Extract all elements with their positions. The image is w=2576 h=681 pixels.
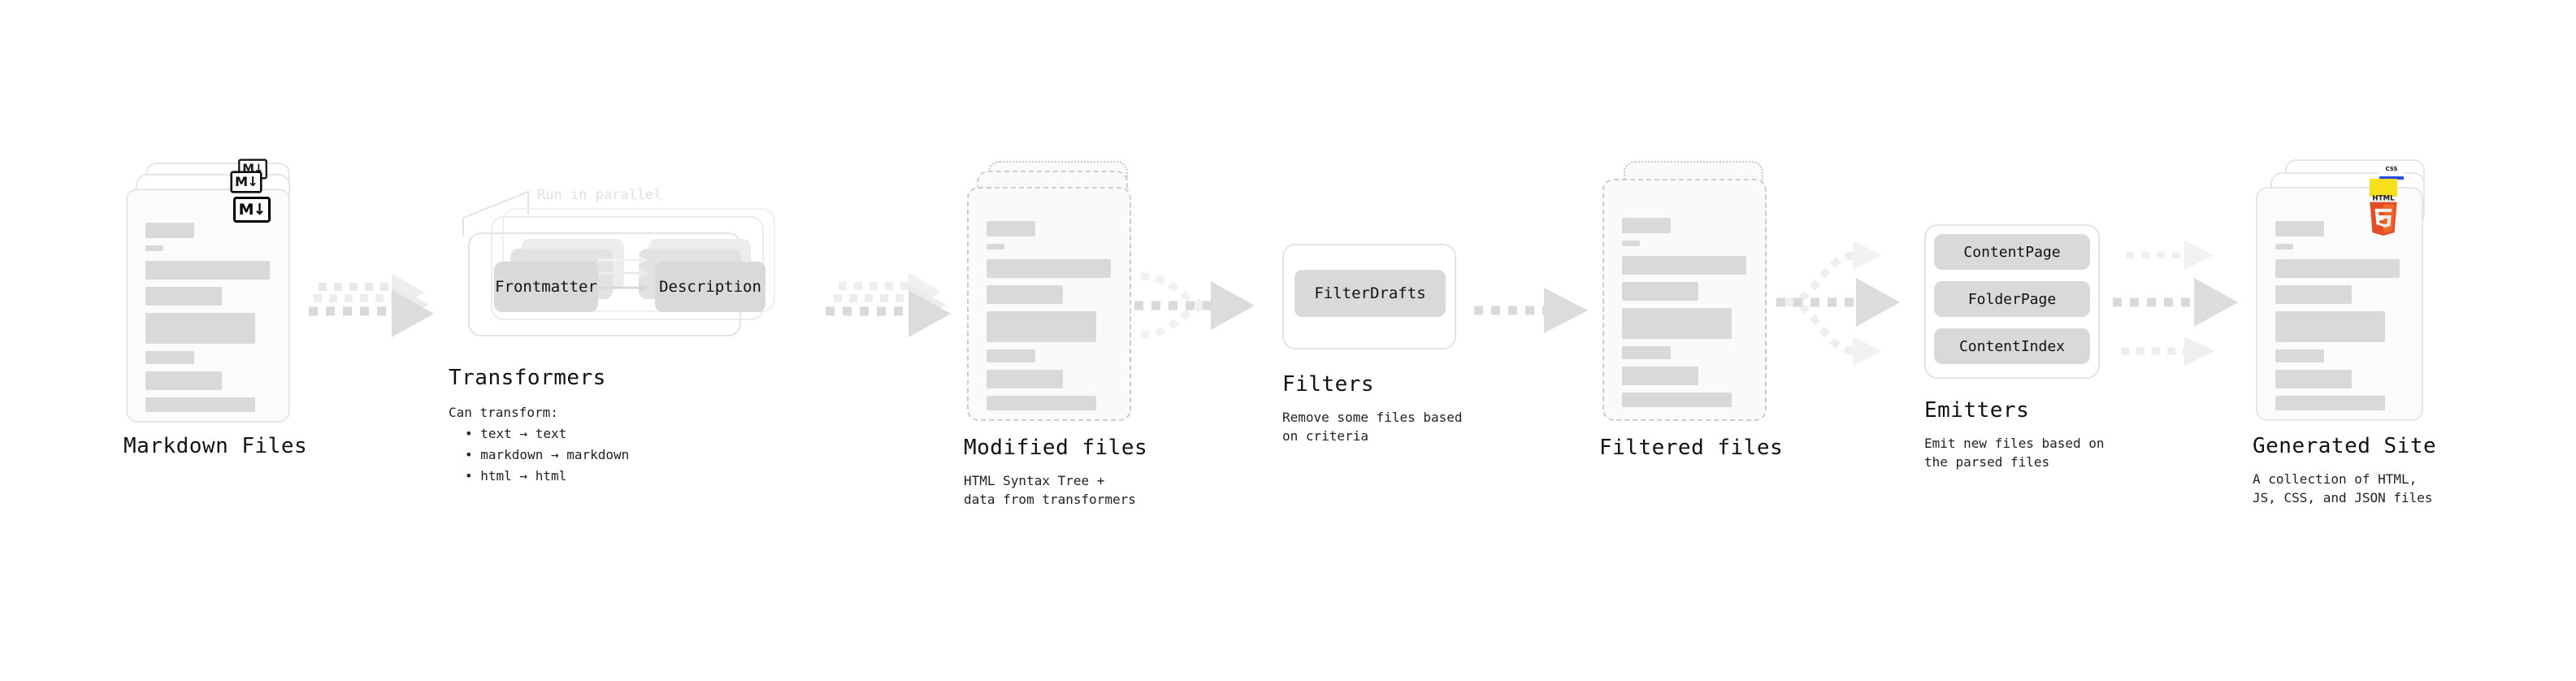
markdown-file-stack: M↓ M↓ M↓ xyxy=(126,158,305,423)
caption-modified-files: Modified files xyxy=(964,436,1148,460)
transformer-panel-back xyxy=(502,208,775,312)
filtered-doc-skeleton xyxy=(1622,218,1749,414)
transformer-chip-description[interactable]: Description xyxy=(655,262,765,312)
caption-filtered-files: Filtered files xyxy=(1599,436,1784,460)
javascript-icon xyxy=(2370,179,2397,197)
skeleton-bar xyxy=(987,396,1096,410)
skeleton-bar xyxy=(2275,349,2324,362)
emitters-description: Emit new files based on the parsed files xyxy=(1924,436,2105,471)
caption-markdown-files: Markdown Files xyxy=(124,434,308,458)
skeleton-bar xyxy=(987,221,1035,236)
skeleton-bar xyxy=(145,223,194,238)
transformers-description-title: Can transform: xyxy=(449,405,558,420)
skeleton-bar xyxy=(2275,221,2324,236)
skeleton-bar xyxy=(1622,367,1698,385)
emitters-chip-contentindex[interactable]: ContentIndex xyxy=(1934,328,2090,364)
site-doc-skeleton xyxy=(2275,221,2405,418)
stage-generated-site: CSS HTML Generated Site A collection of … xyxy=(2253,159,2443,505)
skeleton-bar xyxy=(1622,241,1640,246)
emitters-chip-folderpage[interactable]: FolderPage xyxy=(1934,281,2090,317)
transformers-list-item-2: • html → html xyxy=(465,468,567,484)
markdown-doc-skeleton xyxy=(145,223,272,419)
generated-site-stack: CSS HTML xyxy=(2256,159,2443,427)
skeleton-bar xyxy=(145,287,222,306)
filtered-doc-front xyxy=(1602,179,1767,421)
skeleton-bar xyxy=(145,261,270,280)
skeleton-bar xyxy=(145,371,222,390)
transformer-inner-arrows xyxy=(598,256,650,293)
arrow-transformers-to-modified xyxy=(826,268,956,349)
run-in-parallel-label: Run in parallel xyxy=(537,187,662,203)
markdown-icon: M↓ xyxy=(230,171,262,193)
stage-filtered-files: Filtered files xyxy=(1599,161,1783,460)
stage-markdown-files: M↓ M↓ M↓ Markdown Files xyxy=(124,158,307,458)
skeleton-bar xyxy=(145,351,194,364)
skeleton-bar xyxy=(2275,285,2352,304)
caption-generated-site: Generated Site xyxy=(2253,434,2437,458)
arrow-filtered-to-emitters xyxy=(1773,234,1919,372)
skeleton-bar xyxy=(987,259,1111,278)
caption-transformers: Transformers xyxy=(449,366,606,390)
transformers-list-item-1: • markdown → markdown xyxy=(465,447,630,462)
arrow-emitters-to-site xyxy=(2111,234,2249,372)
site-doc-html xyxy=(2256,187,2423,421)
svg-text:HTML: HTML xyxy=(2372,194,2395,202)
skeleton-bar xyxy=(145,245,163,251)
skeleton-bar xyxy=(1622,393,1732,407)
modified-file-stack xyxy=(967,161,1146,429)
skeleton-bar xyxy=(145,313,255,344)
skeleton-bar xyxy=(1622,218,1671,233)
skeleton-bar xyxy=(987,244,1004,249)
skeleton-bar xyxy=(2275,259,2400,278)
skeleton-bar xyxy=(2275,396,2385,410)
skeleton-bar xyxy=(1622,346,1671,359)
skeleton-bar xyxy=(2275,370,2352,388)
generated-site-description: A collection of HTML, JS, CSS, and JSON … xyxy=(2253,471,2433,506)
skeleton-bar xyxy=(145,397,255,412)
skeleton-bar xyxy=(987,285,1063,304)
html5-icon: HTML xyxy=(2370,194,2397,236)
skeleton-bar xyxy=(1622,256,1746,275)
skeleton-bar xyxy=(987,370,1063,388)
filters-description: Remove some files based on criteria xyxy=(1282,410,1463,445)
filters-chip-filterdrafts[interactable]: FilterDrafts xyxy=(1295,270,1446,317)
markdown-doc-front xyxy=(126,189,290,423)
emitters-panel xyxy=(1924,224,2100,379)
skeleton-bar xyxy=(2275,311,2385,342)
skeleton-bar xyxy=(1622,282,1698,301)
filtered-file-stack xyxy=(1602,161,1781,429)
arrow-modified-to-filters xyxy=(1130,258,1268,364)
transformer-chip-frontmatter[interactable]: Frontmatter xyxy=(494,262,598,312)
filters-panel xyxy=(1282,244,1456,349)
stage-modified-files: Modified files HTML Syntax Tree + data f… xyxy=(964,161,1147,507)
markdown-icon: M↓ xyxy=(233,197,271,223)
arrow-filters-to-filtered xyxy=(1471,283,1593,340)
skeleton-bar xyxy=(987,349,1035,362)
modified-doc-skeleton xyxy=(987,221,1113,418)
skeleton-bar xyxy=(987,311,1096,342)
skeleton-bar xyxy=(1622,308,1732,339)
transformers-list-item-0: • text → text xyxy=(465,426,567,441)
skeleton-bar xyxy=(2275,244,2293,249)
caption-filters: Filters xyxy=(1282,372,1375,397)
caption-emitters: Emitters xyxy=(1924,398,2030,423)
css3-icon: CSS xyxy=(2379,166,2404,180)
run-in-parallel-leader xyxy=(462,190,529,236)
modified-files-description: HTML Syntax Tree + data from transformer… xyxy=(964,473,1136,508)
emitters-chip-contentpage[interactable]: ContentPage xyxy=(1934,234,2090,270)
arrow-markdown-to-transformers xyxy=(307,268,437,349)
modified-doc-front xyxy=(967,187,1131,421)
